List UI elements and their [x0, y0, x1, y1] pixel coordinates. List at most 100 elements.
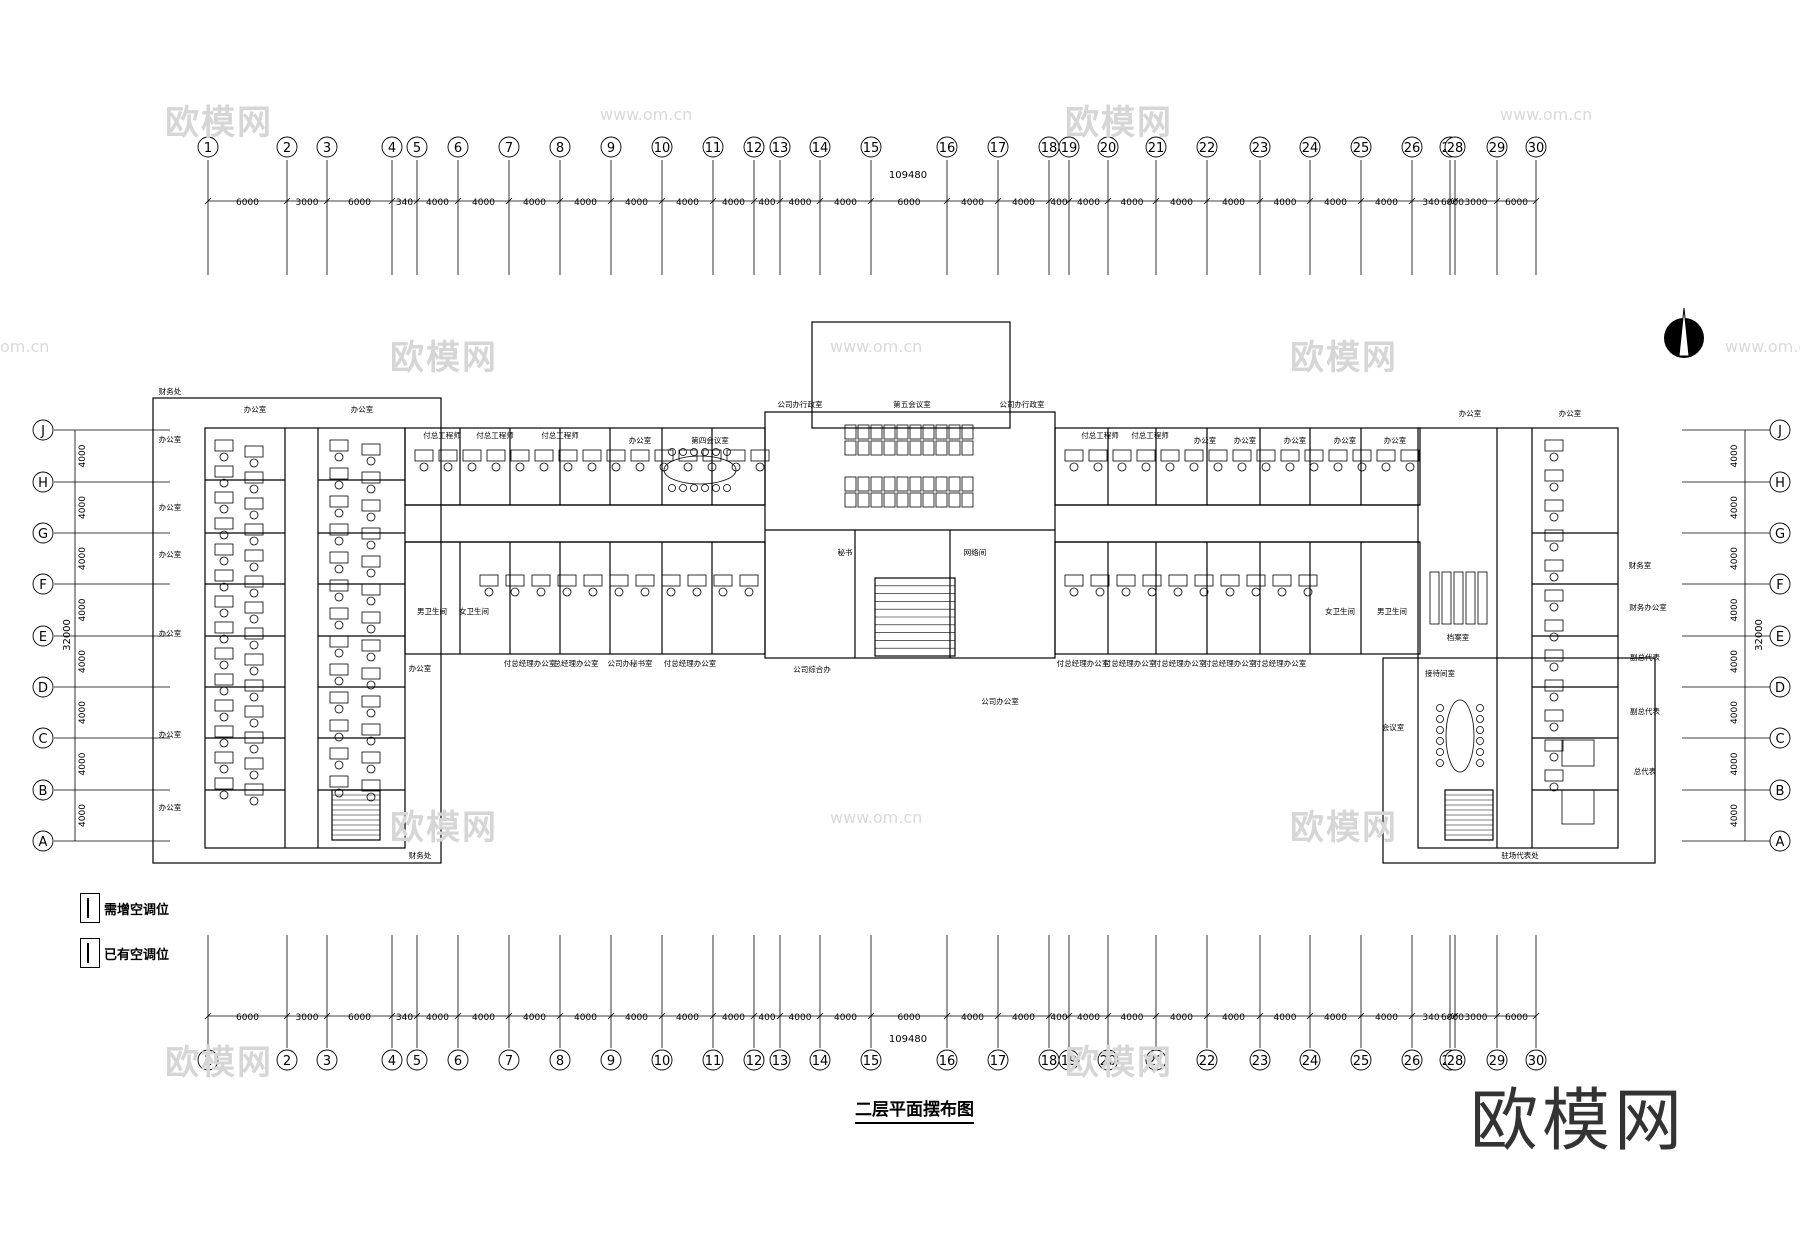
chair [1436, 715, 1444, 723]
desk [1184, 449, 1204, 462]
chair [334, 452, 344, 462]
chair [366, 596, 376, 606]
axis-bubble [1145, 1049, 1167, 1071]
span-top-16: 4000 [1012, 198, 1035, 208]
axis-bubble [197, 136, 219, 158]
desk [361, 443, 381, 456]
chair [1277, 587, 1287, 597]
dimension-tick [1532, 197, 1540, 205]
axis-label-11: 11 [705, 1054, 722, 1069]
room-label-38: 付总经理办公室 [1154, 658, 1207, 668]
total-dimension-bottom: 109480 [889, 1034, 927, 1045]
desk [606, 449, 626, 462]
chair [1476, 726, 1484, 734]
span-bottom-6: 4000 [523, 1013, 546, 1023]
chair [1333, 462, 1343, 472]
dimension-tick [750, 1012, 758, 1020]
chair [249, 536, 259, 546]
chair [1309, 462, 1319, 472]
watermark-logo: 欧模网 [390, 808, 498, 848]
axis-bubble [549, 136, 571, 158]
span-top-23: 4000 [1324, 198, 1347, 208]
room-label-3: 办公室 [159, 434, 182, 444]
dimension-tick [1203, 197, 1211, 205]
chair [249, 796, 259, 806]
span-bottom-2: 6000 [348, 1013, 371, 1023]
seat [948, 440, 961, 456]
dimension-tick [943, 1012, 951, 1020]
wall-block [152, 397, 442, 864]
span-bottom-5: 4000 [472, 1013, 495, 1023]
shelf [1465, 571, 1476, 625]
axis-label-25: 25 [1353, 1054, 1370, 1069]
seat [922, 476, 935, 492]
desk [329, 551, 349, 564]
chair [334, 592, 344, 602]
chair [1357, 462, 1367, 472]
axis-bubble [1196, 1049, 1218, 1071]
desk [1232, 449, 1252, 462]
axis-label-29: 29 [1489, 141, 1506, 156]
chair [1165, 462, 1175, 472]
chair [1261, 462, 1271, 472]
chair [679, 484, 687, 492]
axis-label-3: 3 [323, 1054, 331, 1069]
room-label-18: 付总工程师 [1131, 430, 1169, 440]
axis-label-10: 10 [654, 1054, 671, 1069]
axis-label-29: 29 [1489, 1054, 1506, 1069]
total-dimension-left: 32000 [62, 619, 73, 651]
seat [896, 424, 909, 440]
seat [883, 424, 896, 440]
span-bottom-8: 4000 [625, 1013, 648, 1023]
desk [462, 449, 482, 462]
building-outline [152, 321, 1656, 864]
watermark-logo: 欧模网 [390, 338, 498, 378]
chair [1436, 748, 1444, 756]
desk [214, 621, 234, 634]
desk [1544, 439, 1564, 452]
chair [611, 462, 621, 472]
desk [329, 607, 349, 620]
desk [361, 583, 381, 596]
axis-label-9: 9 [607, 141, 615, 156]
desk [687, 574, 707, 587]
axis-bubble [1444, 136, 1466, 158]
furniture-layout [214, 424, 1595, 825]
desk [244, 783, 264, 796]
chair [219, 478, 229, 488]
axis-label-21: 21 [1148, 141, 1165, 156]
dimension-tick [1451, 1012, 1459, 1020]
chair [1476, 704, 1484, 712]
chair [692, 587, 702, 597]
dimension-tick [1532, 1012, 1540, 1020]
axis-bubble [769, 1049, 791, 1071]
chair [219, 790, 229, 800]
axis-label-3: 3 [323, 141, 331, 156]
chair [562, 587, 572, 597]
dimension-tick [1446, 197, 1454, 205]
axis-bubble [1299, 136, 1321, 158]
axis-label-7: 7 [505, 141, 513, 156]
room-label-51: 驻场代表处 [1501, 850, 1539, 860]
span-bottom-28: 6000 [1505, 1013, 1528, 1023]
desk [361, 471, 381, 484]
chair [1476, 759, 1484, 767]
dimension-tick [283, 197, 291, 205]
desk [739, 574, 759, 587]
row-axis-label-J: J [40, 424, 45, 439]
axis-label-4: 4 [388, 1054, 396, 1069]
dimension-tick [323, 197, 331, 205]
seat [870, 492, 883, 508]
desk [1544, 769, 1564, 782]
row-axis-bubble [1769, 573, 1791, 595]
dimension-tick [1065, 197, 1073, 205]
span-top-9: 4000 [676, 198, 699, 208]
desk [1168, 574, 1188, 587]
axis-bubble [1249, 1049, 1271, 1071]
axis-label-2: 2 [283, 1054, 291, 1069]
seat [922, 492, 935, 508]
desk [438, 449, 458, 462]
axis-label-17: 17 [990, 1054, 1007, 1069]
desk [1136, 449, 1156, 462]
room-label-12: 办公室 [629, 435, 652, 445]
